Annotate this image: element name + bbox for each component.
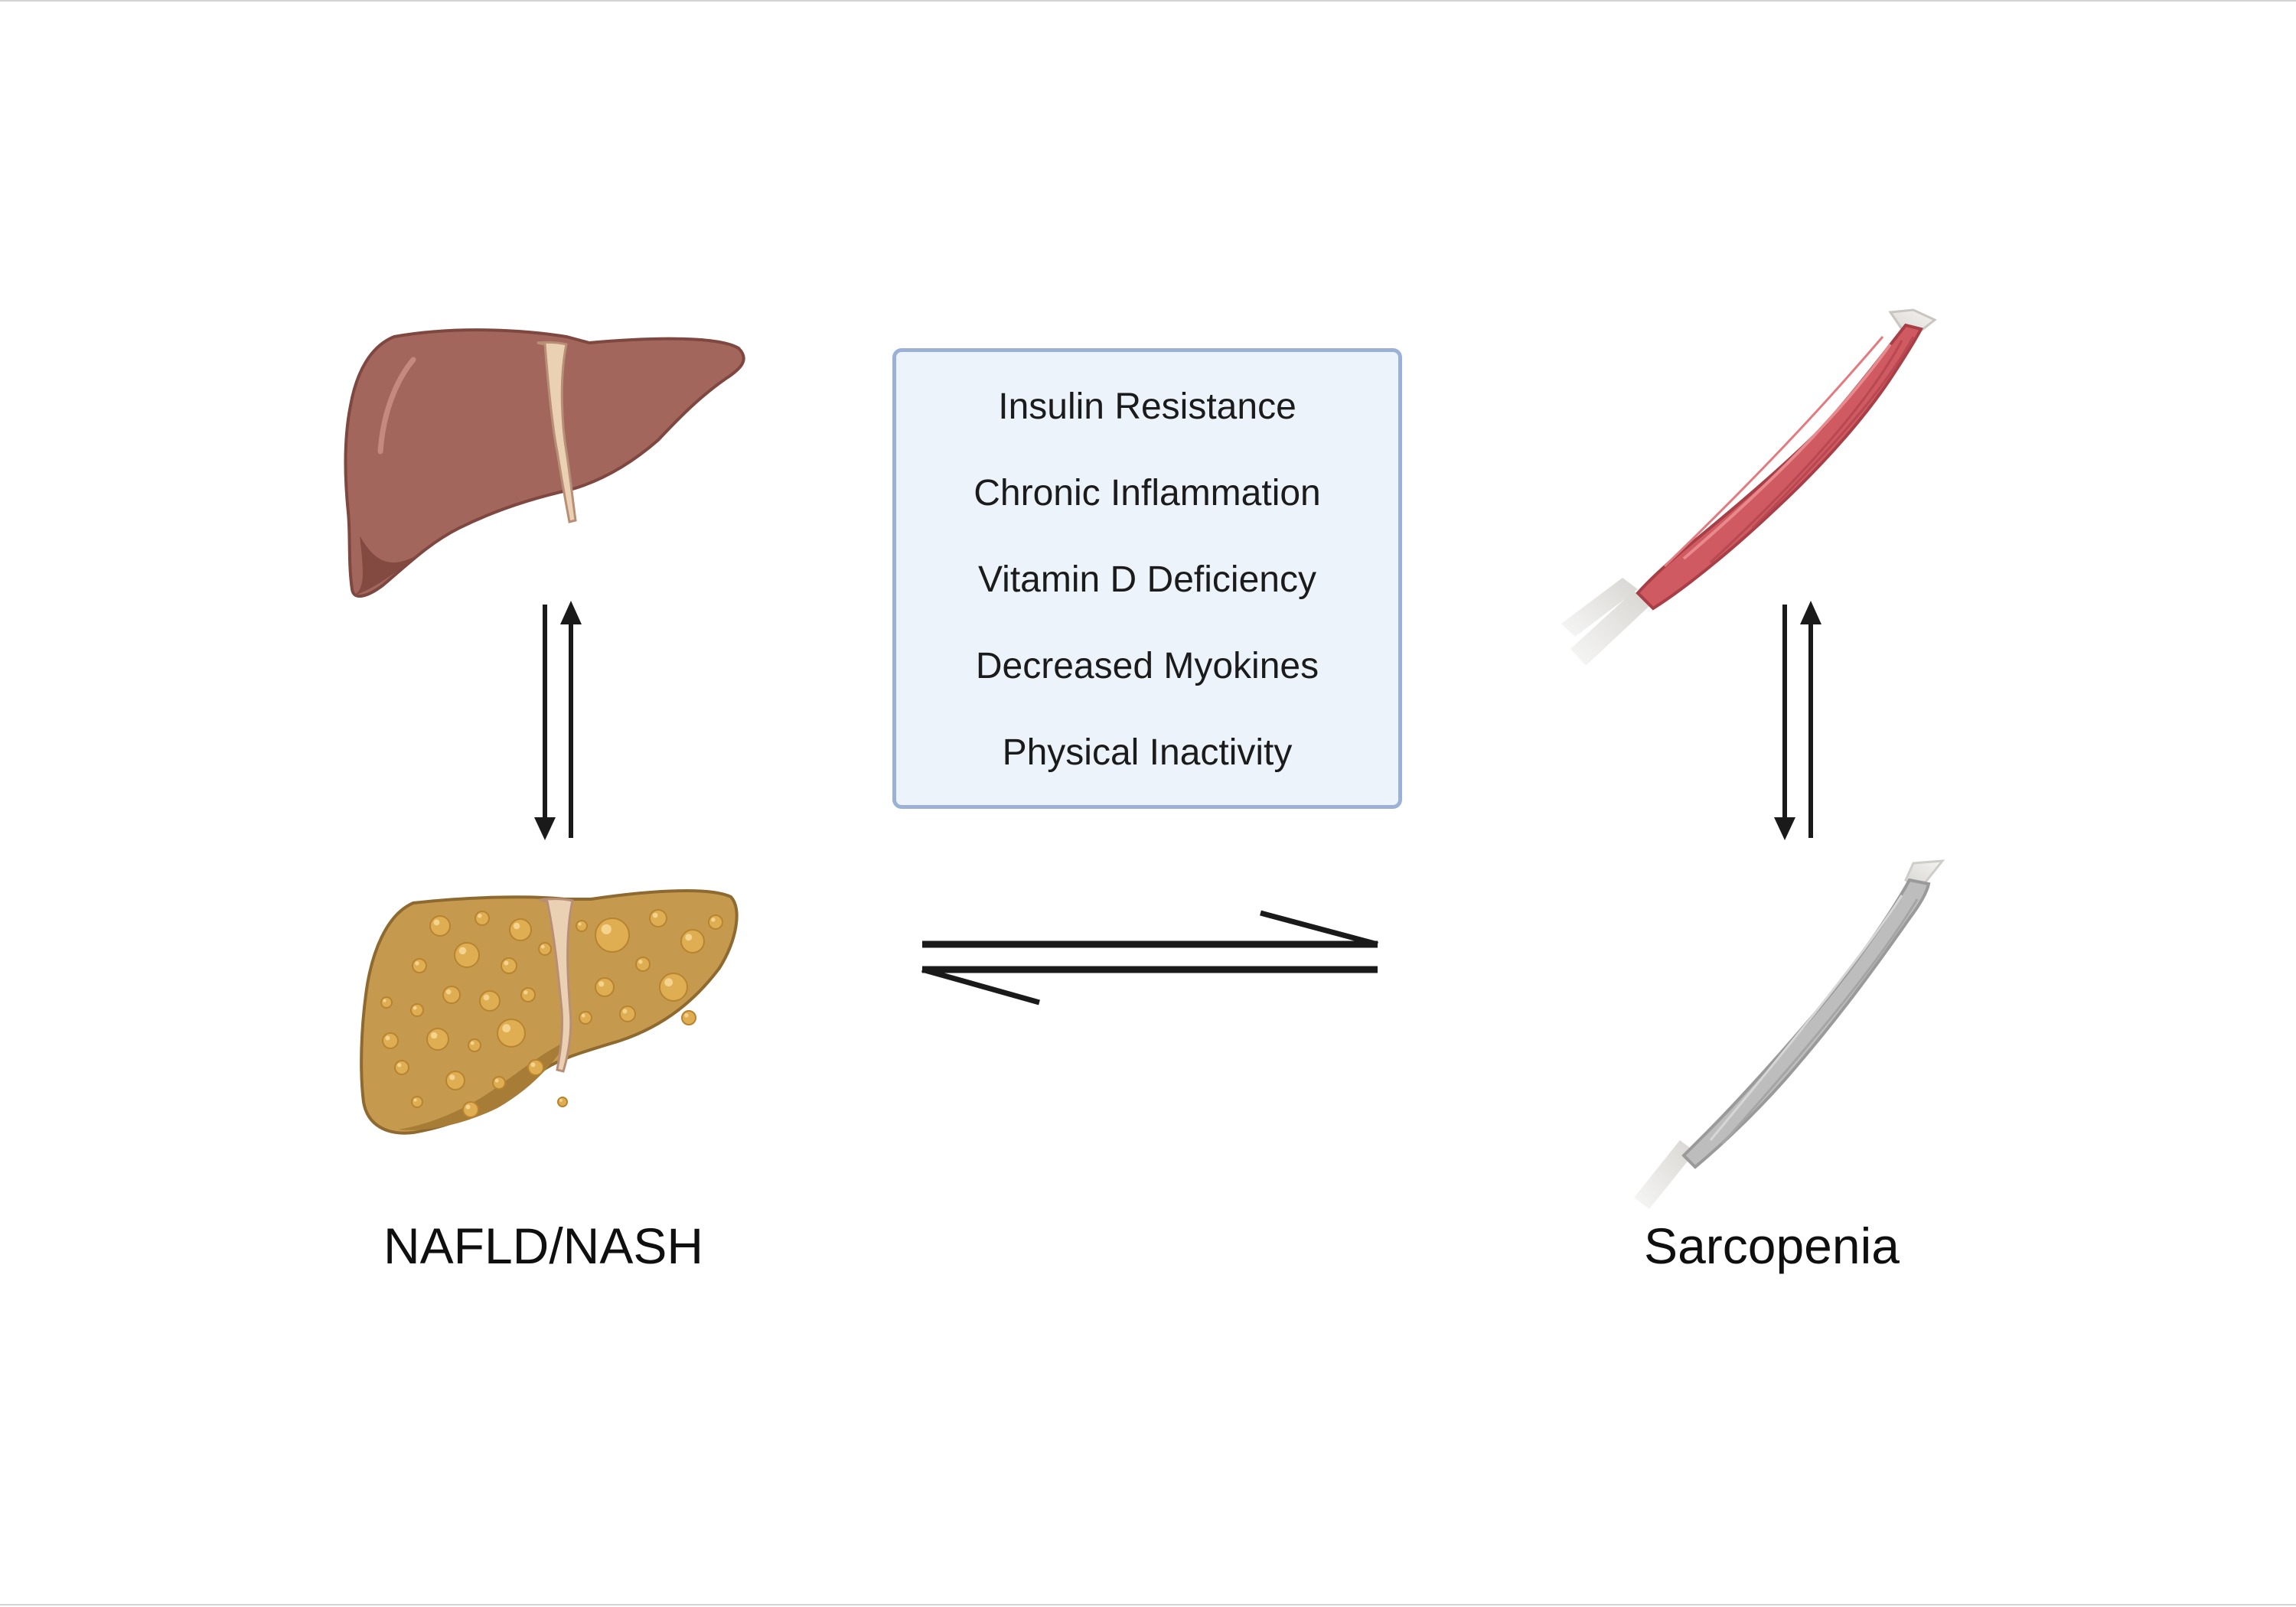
fat-droplet-highlight [430, 1032, 438, 1039]
fat-droplet [492, 1076, 506, 1090]
fat-droplet-highlight [513, 922, 520, 930]
fat-droplet-highlight [685, 934, 693, 941]
fat-droplet [382, 1032, 399, 1049]
fat-droplet [380, 996, 393, 1009]
fat-droplet-highlight [523, 990, 528, 995]
fat-droplet [595, 977, 615, 997]
fat-droplet-highlight [652, 912, 658, 918]
fat-droplet [411, 1096, 423, 1108]
fat-droplet [394, 1060, 409, 1075]
liver-vertical-arrows [534, 601, 582, 840]
factor-insulin-resistance: Insulin Resistance [998, 386, 1296, 427]
fat-droplet-highlight [502, 1024, 511, 1033]
fat-droplet [454, 942, 480, 968]
fat-droplet-highlight [622, 1009, 628, 1014]
fat-droplet-highlight [581, 1013, 585, 1018]
fatty-liver-icon [360, 889, 739, 1135]
fat-droplet-highlight [638, 960, 643, 964]
fat-droplet-highlight [494, 1078, 499, 1083]
fat-droplet [579, 1011, 592, 1025]
fat-droplet-highlight [458, 947, 467, 955]
fat-droplet-highlight [478, 914, 482, 918]
fat-droplet-highlight [530, 1062, 536, 1068]
nafld-nash-label: NAFLD/NASH [383, 1217, 704, 1274]
fat-droplet-highlight [711, 918, 716, 922]
fat-droplets [380, 909, 723, 1118]
fat-droplet [501, 957, 517, 974]
healthy-muscle-icon [1561, 308, 1937, 666]
fat-droplet [445, 1071, 465, 1090]
fat-droplet [595, 918, 630, 953]
fat-droplet-highlight [578, 922, 582, 926]
healthy-liver-icon [344, 328, 745, 598]
fat-droplet-highlight [397, 1063, 402, 1068]
fat-droplet-highlight [470, 1041, 475, 1045]
fat-droplet-highlight [483, 994, 490, 1001]
top-border [0, 0, 2296, 2]
fat-droplet-highlight [445, 989, 452, 995]
fat-droplet [681, 1010, 696, 1025]
fat-droplet-highlight [540, 944, 545, 949]
fat-droplet-highlight [465, 1104, 471, 1110]
fat-droplet [497, 1019, 526, 1048]
fat-droplet-highlight [598, 981, 605, 987]
factor-physical-inactivity: Physical Inactivity [1002, 732, 1293, 773]
fat-droplet-highlight [385, 1035, 390, 1041]
muscle-vertical-arrows [1774, 601, 1821, 840]
fat-droplet [576, 920, 588, 932]
fat-droplet [429, 915, 451, 937]
factor-chronic-inflammation: Chronic Inflammation [974, 473, 1321, 513]
contributing-factors-box: Insulin Resistance Chronic Inflammation … [892, 348, 1402, 809]
atrophied-muscle-icon [1634, 859, 1945, 1209]
sarcopenia-label: Sarcopenia [1644, 1217, 1900, 1274]
fat-droplet-highlight [559, 1098, 563, 1102]
fat-droplet [708, 914, 723, 930]
fat-droplet [412, 958, 427, 973]
fat-droplet [426, 1028, 449, 1051]
fat-droplet [538, 942, 552, 956]
fat-droplet-highlight [684, 1013, 689, 1018]
bottom-border [0, 1604, 2296, 1605]
fat-droplet-highlight [413, 1098, 417, 1102]
fat-droplet [635, 957, 651, 972]
fat-droplet [527, 1059, 544, 1076]
fat-droplet-highlight [383, 999, 386, 1002]
fat-droplet [649, 909, 667, 927]
fat-droplet-highlight [601, 924, 612, 934]
fat-droplet [520, 987, 536, 1002]
fat-droplet [475, 911, 490, 926]
fat-droplet [619, 1006, 636, 1022]
fat-droplet [479, 990, 501, 1012]
fat-droplet [410, 1003, 424, 1017]
fat-droplet [659, 973, 688, 1002]
fat-droplet [557, 1097, 568, 1107]
factor-vitamin-d-deficiency: Vitamin D Deficiency [978, 559, 1316, 600]
bidirectional-arrow-icon [921, 910, 1378, 1006]
fat-droplet-highlight [664, 978, 673, 987]
fat-droplet-highlight [504, 960, 509, 966]
fat-droplet [509, 918, 532, 941]
fat-droplet-highlight [415, 961, 419, 966]
fat-droplet [468, 1038, 481, 1052]
fat-droplet-highlight [413, 1006, 417, 1010]
fat-droplet [442, 986, 461, 1004]
fat-droplet [462, 1101, 479, 1118]
fat-droplet [680, 929, 705, 953]
factor-decreased-myokines: Decreased Myokines [975, 646, 1319, 686]
fat-droplet-highlight [449, 1074, 455, 1081]
fat-droplet-highlight [433, 919, 440, 926]
